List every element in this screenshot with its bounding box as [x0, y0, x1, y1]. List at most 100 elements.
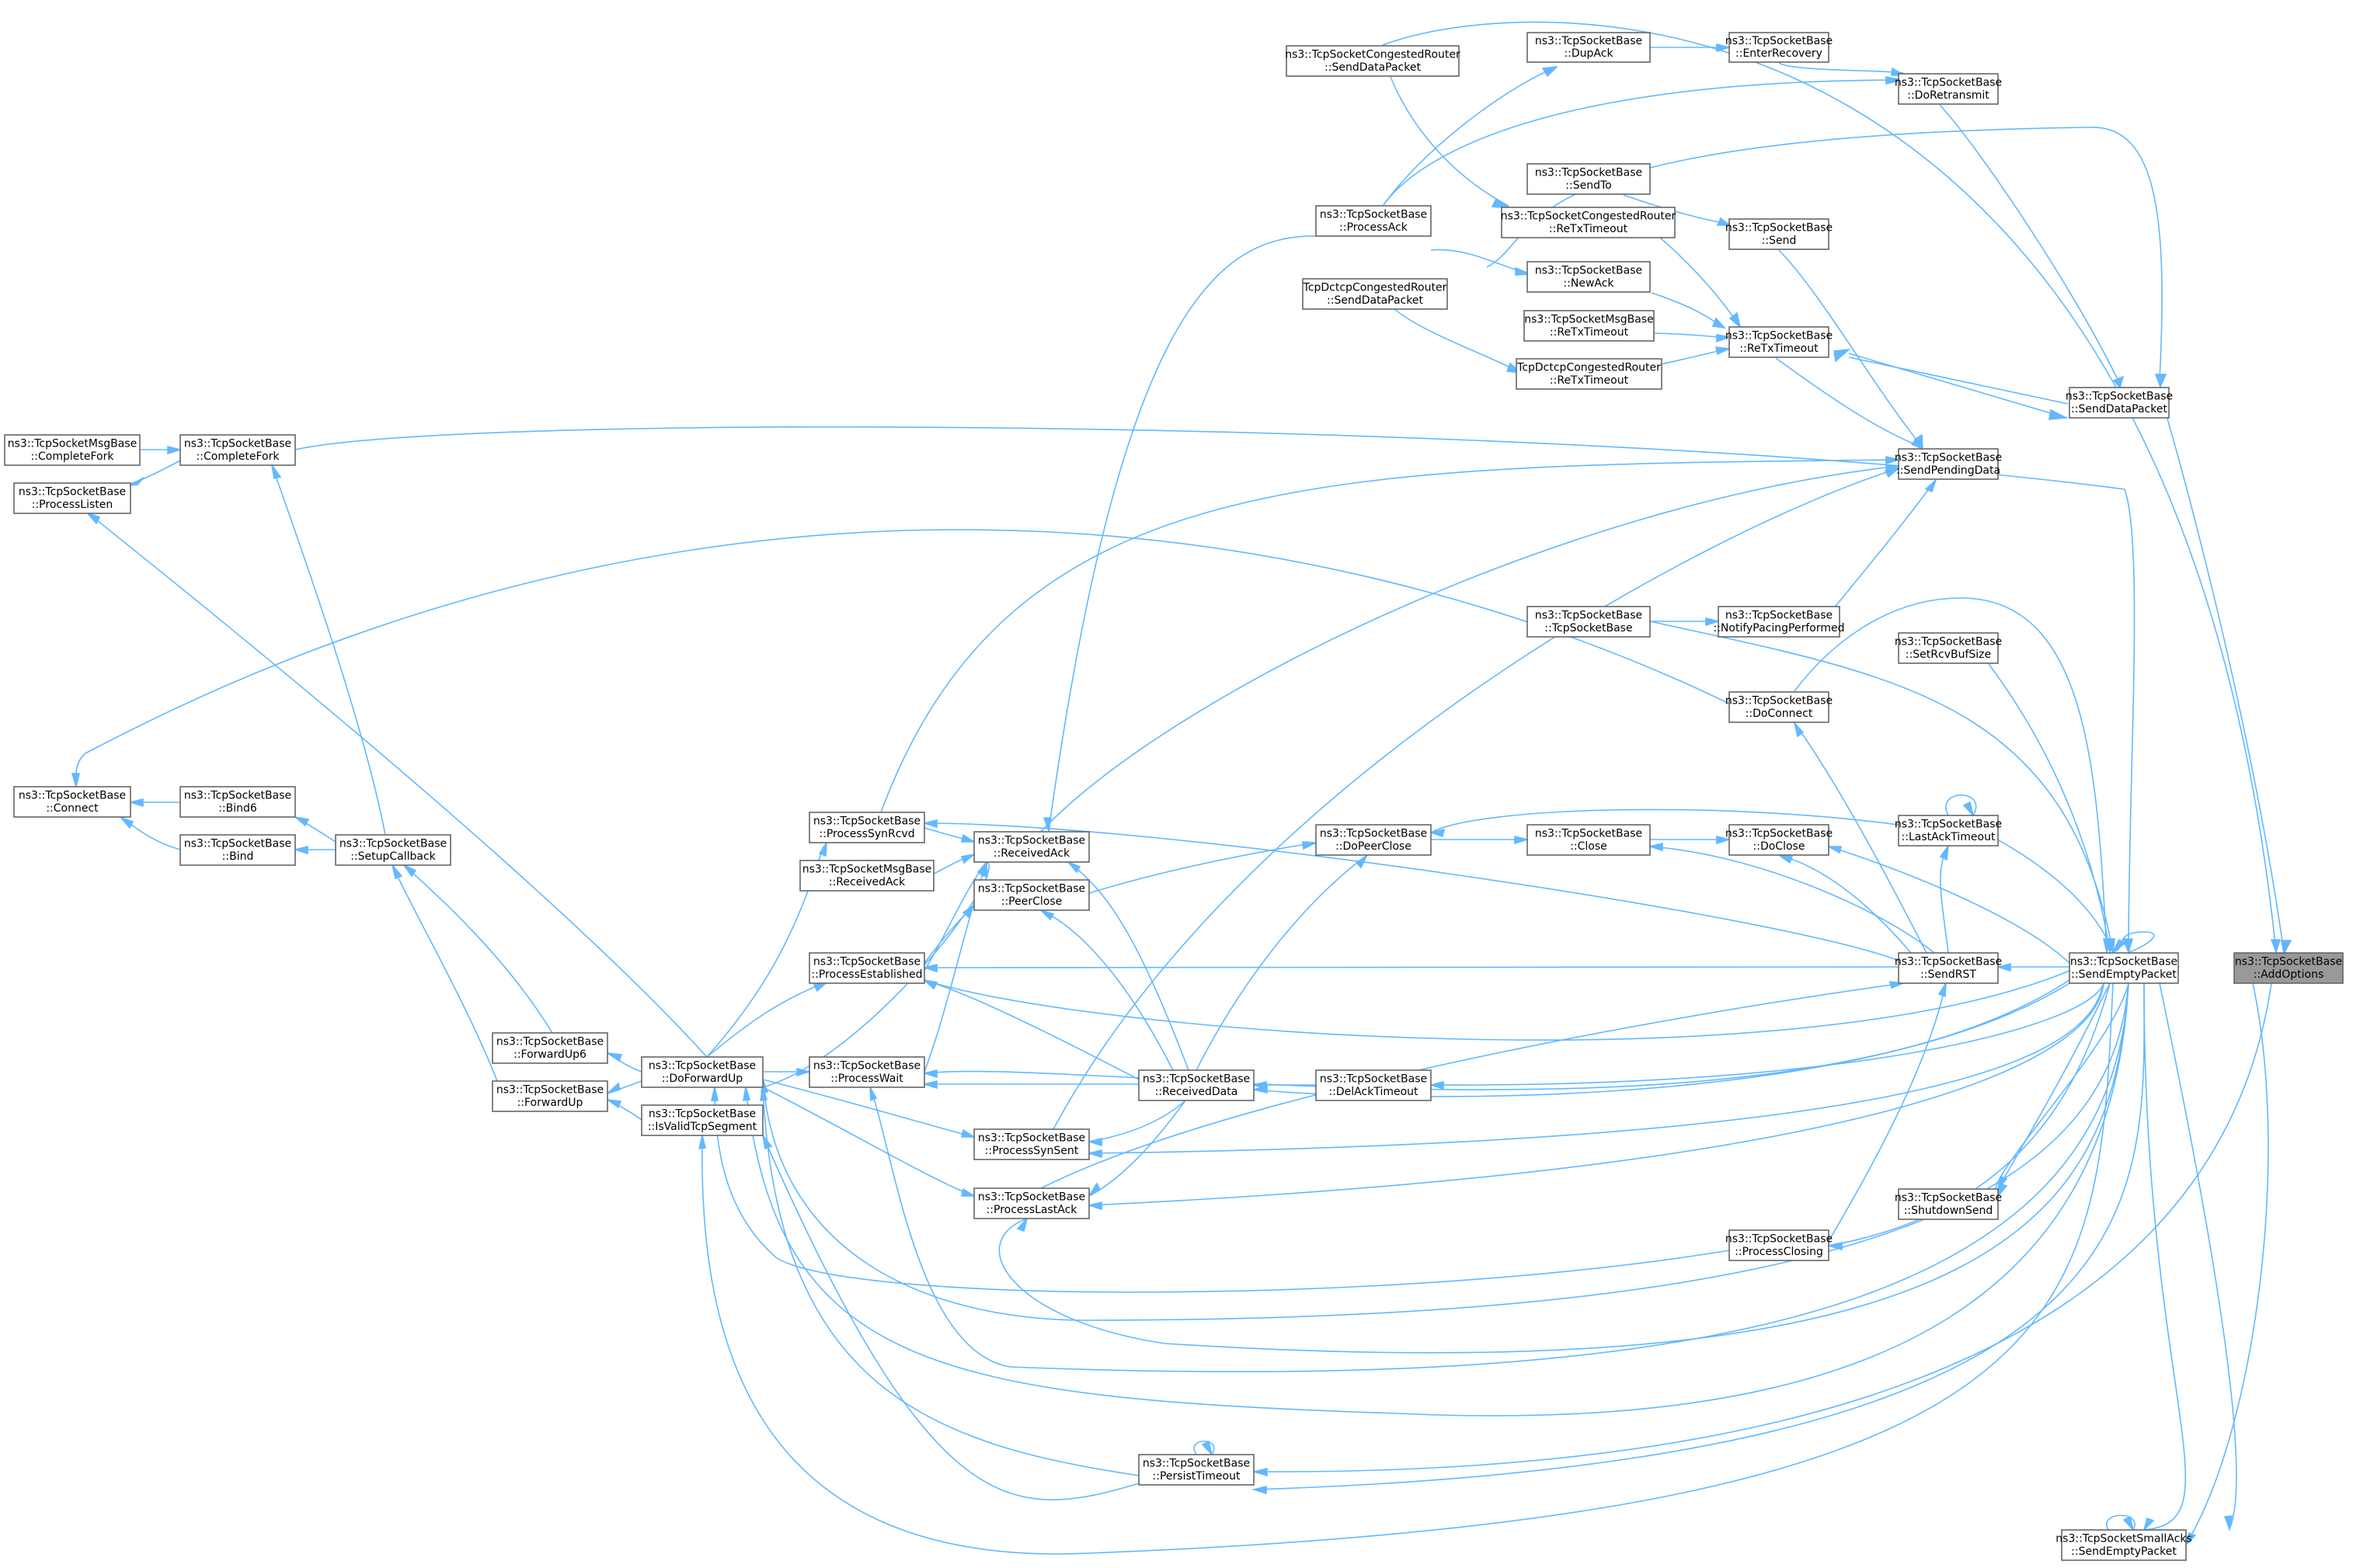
node-method-label: ::ForwardUp6: [513, 1048, 587, 1061]
node-dctcp-sdp[interactable]: TcpDctcpCongestedRouter::SendDataPacket: [1302, 278, 1448, 310]
node-persisttimeout[interactable]: ns3::TcpSocketBase::PersistTimeout: [1138, 1454, 1255, 1486]
node-dctcp-rtx[interactable]: TcpDctcpCongestedRouter::ReTxTimeout: [1516, 358, 1662, 390]
node-method-label: ::DoForwardUp: [662, 1073, 743, 1085]
call-edge-arrowhead: [743, 1087, 750, 1100]
call-edge: [999, 983, 2128, 1353]
node-box: [2069, 387, 2170, 419]
call-edge: [924, 980, 1139, 1080]
node-processsynrcvd[interactable]: ns3::TcpSocketBase::ProcessSynRcvd: [809, 812, 925, 843]
call-edge: [870, 983, 2128, 1372]
node-shutdownsend[interactable]: ns3::TcpSocketBase::ShutdownSend: [1895, 1188, 2002, 1220]
node-processestablished[interactable]: ns3::TcpSocketBase::ProcessEstablished: [809, 952, 925, 984]
node-processsynsent[interactable]: ns3::TcpSocketBase::ProcessSynSent: [973, 1128, 1090, 1160]
node-class-label: ns3::TcpSocketMsgBase: [1524, 314, 1653, 326]
node-sendpending[interactable]: ns3::TcpSocketBase::SendPendingData: [1895, 448, 2002, 480]
node-bind[interactable]: ns3::TcpSocketBase::Bind: [179, 834, 296, 866]
node-msgbase-rtx[interactable]: ns3::TcpSocketMsgBase::ReTxTimeout: [1523, 310, 1655, 342]
node-connect[interactable]: ns3::TcpSocketBase::Connect: [13, 786, 131, 818]
node-box: [1898, 952, 1999, 984]
call-edge-arrowhead: [1730, 313, 1740, 327]
node-msgbase-receivedack[interactable]: ns3::TcpSocketMsgBase::ReceivedAck: [799, 860, 935, 892]
node-processlastack[interactable]: ns3::TcpSocketBase::ProcessLastAck: [973, 1187, 1090, 1219]
node-class-label: ns3::TcpSocketBase: [1320, 209, 1427, 221]
call-edge-line: [1089, 983, 2104, 1205]
call-edge-line: [707, 983, 823, 1057]
node-dopeerclose[interactable]: ns3::TcpSocketBase::DoPeerClose: [1315, 824, 1432, 856]
node-class-label: ns3::TcpSocketBase: [19, 790, 126, 802]
call-edge: [1849, 353, 2066, 419]
node-dupack[interactable]: ns3::TcpSocketBase::DupAck: [1526, 32, 1651, 63]
node-peerclose[interactable]: ns3::TcpSocketBase::PeerClose: [973, 879, 1090, 911]
node-doretransmit[interactable]: ns3::TcpSocketBase::DoRetransmit: [1895, 73, 2002, 105]
node-doclose[interactable]: ns3::TcpSocketBase::DoClose: [1725, 824, 1833, 856]
node-class-label: ns3::TcpSocketBase: [813, 815, 921, 828]
node-method-label: ::ProcessLastAck: [987, 1204, 1078, 1216]
node-addoptions[interactable]: ns3::TcpSocketBase::AddOptions: [2233, 952, 2344, 984]
node-doforwardup[interactable]: ns3::TcpSocketBase::DoForwardUp: [641, 1056, 764, 1088]
node-setupcallback[interactable]: ns3::TcpSocketBase::SetupCallback: [335, 834, 451, 866]
node-processclosing[interactable]: ns3::TcpSocketBase::ProcessClosing: [1725, 1229, 1833, 1261]
node-class-label: ns3::TcpSocketBase: [1535, 35, 1642, 47]
node-sendto[interactable]: ns3::TcpSocketBase::SendTo: [1526, 163, 1651, 195]
call-edge-arrowhead: [1650, 843, 1662, 850]
node-newack[interactable]: ns3::TcpSocketBase::NewAck: [1526, 261, 1651, 293]
node-receiveddata[interactable]: ns3::TcpSocketBase::ReceivedData: [1138, 1069, 1255, 1101]
node-forwardup[interactable]: ns3::TcpSocketBase::ForwardUp: [492, 1080, 608, 1112]
node-forwardup6[interactable]: ns3::TcpSocketBase::ForwardUp6: [492, 1032, 608, 1064]
call-edge: [924, 905, 974, 963]
call-edge-line: [2160, 983, 2236, 1529]
node-class-label: ns3::TcpSocketBase: [1143, 1458, 1250, 1470]
call-edge: [1834, 349, 2068, 404]
node-setrcvbuf[interactable]: ns3::TcpSocketBase::SetRcvBufSize: [1895, 632, 2002, 664]
node-enterrecovery[interactable]: ns3::TcpSocketBase::EnterRecovery: [1725, 32, 1833, 63]
call-edge: [1384, 77, 1902, 205]
call-edge: [1650, 44, 1729, 51]
node-rtxtimeout[interactable]: ns3::TcpSocketBase::ReTxTimeout: [1725, 326, 1833, 358]
call-edge: [1384, 67, 1557, 205]
node-box: [1302, 278, 1448, 310]
node-notifypacing[interactable]: ns3::TcpSocketBase::NotifyPacingPerforme…: [1713, 606, 1845, 638]
call-edge: [1661, 347, 1729, 364]
call-edge-line: [1049, 236, 1317, 831]
call-edge: [404, 865, 552, 1033]
node-tcpsocketbase[interactable]: ns3::TcpSocketBase::TcpSocketBase: [1526, 606, 1651, 638]
node-lastacktimeout[interactable]: ns3::TcpSocketBase::LastAckTimeout: [1895, 815, 2002, 847]
node-processack[interactable]: ns3::TcpSocketBase::ProcessAck: [1315, 205, 1432, 237]
node-congrouter-sdp[interactable]: ns3::TcpSocketCongestedRouter::SendDataP…: [1285, 45, 1460, 77]
node-isvalidtcp[interactable]: ns3::TcpSocketBase::IsValidTcpSegment: [641, 1104, 764, 1136]
call-edge: [2167, 419, 2291, 954]
node-bind6[interactable]: ns3::TcpSocketBase::Bind6: [179, 786, 296, 818]
node-processwait[interactable]: ns3::TcpSocketBase::ProcessWait: [809, 1056, 925, 1088]
call-edge-arrowhead: [2114, 377, 2123, 388]
call-edge-arrowhead: [1041, 910, 1053, 920]
call-edge: [761, 1087, 1139, 1476]
node-senddatapacket[interactable]: ns3::TcpSocketBase::SendDataPacket: [2066, 387, 2173, 419]
call-edge-line: [1387, 302, 1521, 373]
node-class-label: ns3::TcpSocketBase: [184, 838, 291, 850]
node-sendrst[interactable]: ns3::TcpSocketBase::SendRST: [1895, 952, 2002, 984]
node-congrouter-rtx[interactable]: ns3::TcpSocketCongestedRouter::ReTxTimeo…: [1501, 207, 1676, 238]
node-processlisten[interactable]: ns3::TcpSocketBase::ProcessListen: [13, 482, 131, 514]
node-delacktimeout[interactable]: ns3::TcpSocketBase::DelAckTimeout: [1315, 1069, 1432, 1101]
node-box: [973, 1187, 1090, 1219]
call-edge-line: [1998, 983, 2110, 1189]
node-sendempty[interactable]: ns3::TcpSocketBase::SendEmptyPacket: [2069, 952, 2179, 984]
node-send[interactable]: ns3::TcpSocketBase::Send: [1725, 218, 1833, 250]
node-msgbase-completefork[interactable]: ns3::TcpSocketMsgBase::CompleteFork: [4, 434, 141, 466]
node-completefork[interactable]: ns3::TcpSocketBase::CompleteFork: [179, 434, 296, 466]
node-smallacks-sendempty[interactable]: ns3::TcpSocketSmallAcks::SendEmptyPacket: [2055, 1529, 2192, 1561]
call-edge-arrowhead: [1717, 836, 1729, 843]
call-edge-arrowhead: [2104, 939, 2113, 952]
call-edge-arrowhead: [1998, 964, 2010, 971]
node-box: [1315, 205, 1432, 237]
call-edge-line: [1652, 293, 1721, 326]
node-close[interactable]: ns3::TcpSocketBase::Close: [1526, 824, 1651, 856]
call-edge-line: [1089, 983, 2104, 1153]
call-edge: [607, 1100, 642, 1120]
node-method-label: ::AddOptions: [2254, 968, 2324, 981]
call-edge-arrowhead: [761, 1087, 767, 1100]
call-edge-line: [1833, 482, 1934, 609]
node-receivedack[interactable]: ns3::TcpSocketBase::ReceivedAck: [973, 831, 1090, 863]
call-edge-arrowhead: [1926, 480, 1936, 492]
node-doconnect[interactable]: ns3::TcpSocketBase::DoConnect: [1725, 691, 1833, 723]
